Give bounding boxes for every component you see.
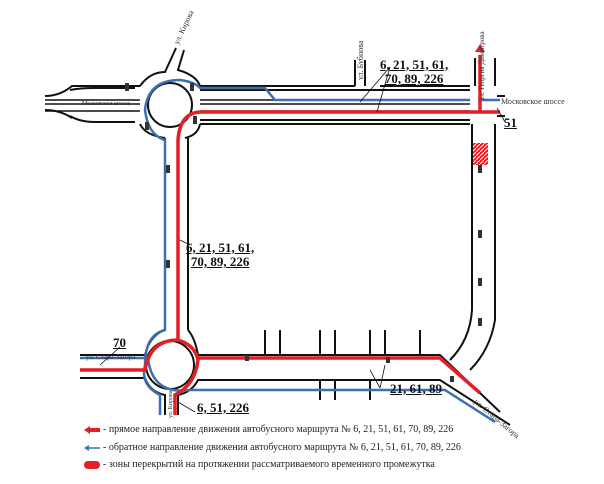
label-line: 6, 21, 51, 61, xyxy=(380,57,449,72)
route-label-bottom-right: 21, 61, 89 xyxy=(390,381,442,396)
legend-item-direct: - прямое направление движения автобусног… xyxy=(84,424,453,435)
legend-text: - прямое направление движения автобусног… xyxy=(103,424,454,435)
street-kirova-bottom: ул. Кирова xyxy=(168,390,174,418)
street-highway-right: Московское шоссе xyxy=(501,97,565,106)
traffic-light-icons xyxy=(125,83,482,382)
legend-item-overlap: - зоны перекрытий на протяжении рассматр… xyxy=(84,459,435,470)
blue-arrow-icon xyxy=(84,444,100,451)
route-label-bottom-left: 6, 51, 226 xyxy=(197,400,249,415)
street-dimitrova: ул. Георгия Димитрова xyxy=(478,31,486,100)
street-stara-zagora-left: ул. Стара-Загора xyxy=(86,353,136,361)
legend-item-reverse: - обратное направление движения автобусн… xyxy=(84,442,461,453)
legend-text: - обратное направление движения автобусн… xyxy=(103,442,461,453)
overlap-zone xyxy=(473,143,488,165)
arrow-head-icon xyxy=(475,44,485,52)
leader-lines xyxy=(99,66,506,413)
street-bubnova: ул. Бубнова xyxy=(356,40,365,80)
route-label-70: 70 xyxy=(113,335,126,350)
street-highway-left: Московское шоссе xyxy=(82,101,130,107)
red-arrow-icon xyxy=(84,425,100,434)
route-label-middle: 6, 21, 51, 61,70, 89, 226 xyxy=(186,241,254,269)
label-line: 6, 21, 51, 61, xyxy=(186,240,255,255)
label-line: 70, 89, 226 xyxy=(384,71,444,86)
overlap-swatch-icon xyxy=(84,460,100,469)
route-label-51: 51 xyxy=(504,115,517,130)
direct-route xyxy=(80,55,500,415)
legend-text: - зоны перекрытий на протяжении рассматр… xyxy=(103,459,435,470)
label-line: 70, 89, 226 xyxy=(190,254,250,269)
route-label-top: 6, 21, 51, 61,70, 89, 226 xyxy=(380,58,448,86)
